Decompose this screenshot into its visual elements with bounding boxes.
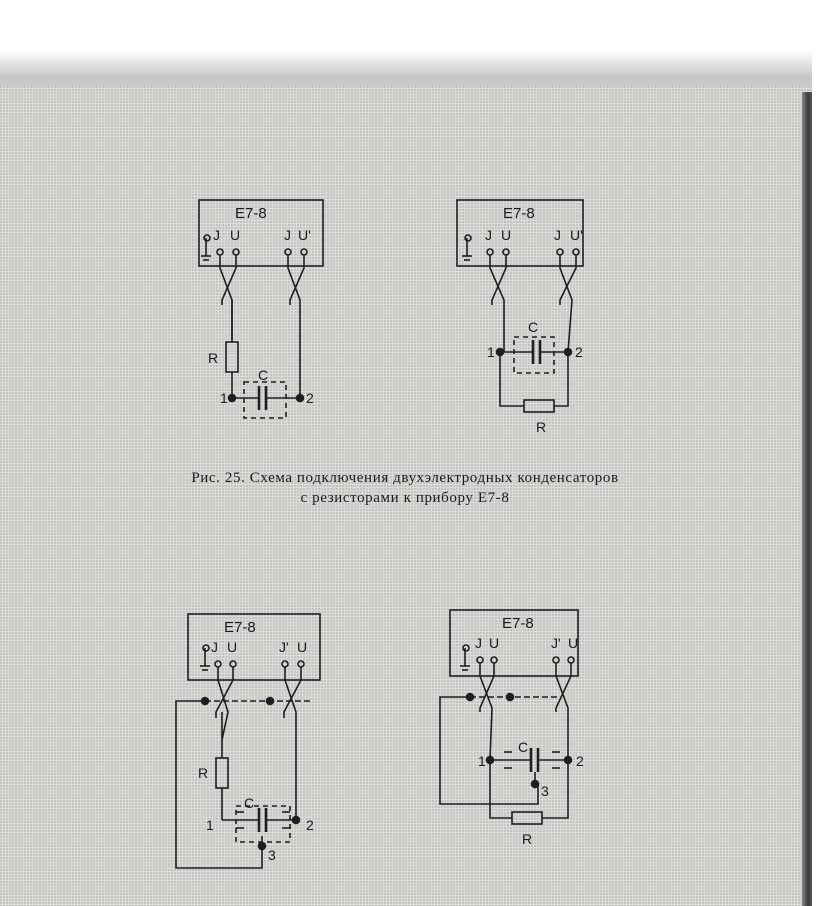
capacitor-case xyxy=(513,336,555,374)
terminal-u2-label: U xyxy=(297,639,307,655)
terminal-i-label: J xyxy=(475,635,482,651)
capacitor-label: C xyxy=(258,367,268,383)
capacitor-case xyxy=(235,805,291,843)
device-box xyxy=(187,613,321,681)
node-2-label: 2 xyxy=(306,390,314,406)
resistor-label: R xyxy=(208,350,218,366)
terminal-i2-label: J xyxy=(284,227,291,243)
capacitor-case xyxy=(243,381,287,419)
device-label: E7-8 xyxy=(503,205,535,222)
terminal-i-label: J xyxy=(213,227,220,243)
terminal-u-label: U xyxy=(227,639,237,655)
terminal-i2-label: J' xyxy=(551,635,561,651)
terminal-u-label: U xyxy=(230,227,240,243)
terminal-u-label: U xyxy=(501,227,511,243)
terminal-i2-label: J' xyxy=(279,639,289,655)
device-label: E7-8 xyxy=(224,619,256,636)
caption-line-1: Рис. 25. Схема подключения двухэлектродн… xyxy=(191,470,619,486)
device-box xyxy=(449,609,579,677)
diagram-b xyxy=(456,199,584,413)
diagram-a xyxy=(198,199,324,419)
resistor xyxy=(215,757,229,789)
device-box xyxy=(198,199,324,267)
node-2-label: 2 xyxy=(306,817,314,833)
figure-caption: Рис. 25. Схема подключения двухэлектродн… xyxy=(95,468,715,508)
node-2-label: 2 xyxy=(576,753,584,769)
resistor-label: R xyxy=(522,831,532,847)
node-2-label: 2 xyxy=(575,344,583,360)
node-1-label: 1 xyxy=(220,390,228,406)
terminal-i-label: J xyxy=(485,227,492,243)
capacitor-label: C xyxy=(244,795,254,811)
scan-right-edge xyxy=(802,92,812,906)
device-label: E7-8 xyxy=(235,205,267,222)
device-box xyxy=(456,199,584,267)
node-3-label: 3 xyxy=(268,847,276,863)
resistor-label: R xyxy=(198,765,208,781)
capacitor-label: C xyxy=(528,319,538,335)
diagram-d xyxy=(439,609,579,825)
resistor xyxy=(511,811,543,825)
resistor xyxy=(225,341,239,373)
capacitor-label: C xyxy=(518,739,528,755)
node-1-label: 1 xyxy=(478,753,486,769)
device-label: E7-8 xyxy=(502,615,534,632)
terminal-u2-label: U' xyxy=(570,227,583,243)
scanned-page xyxy=(0,86,812,906)
resistor-label: R xyxy=(536,419,546,435)
node-3-label: 3 xyxy=(541,783,549,799)
terminal-i2-label: J xyxy=(554,227,561,243)
terminal-u2-label: U xyxy=(568,635,578,651)
caption-line-2: с резисторами к прибору Е7-8 xyxy=(300,490,510,506)
node-1-label: 1 xyxy=(206,817,214,833)
node-1-label: 1 xyxy=(487,344,495,360)
resistor xyxy=(523,399,555,413)
terminal-i-label: J xyxy=(211,639,218,655)
terminal-u2-label: U' xyxy=(298,227,311,243)
terminal-u-label: U xyxy=(489,635,499,651)
